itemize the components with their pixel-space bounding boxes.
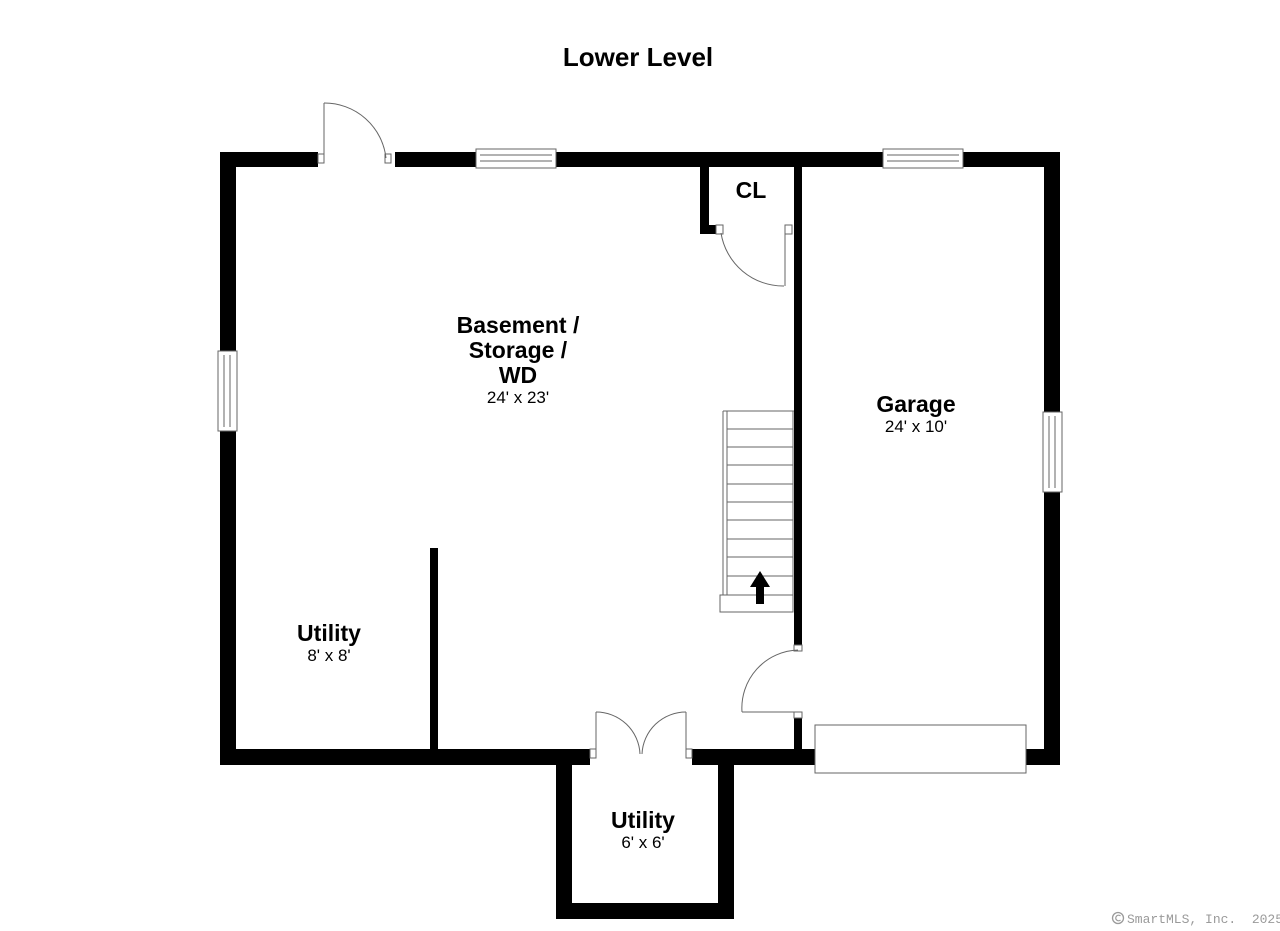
wall-bumpout-top-left [556,749,590,759]
basement-name-line-2: Storage / [469,337,568,363]
floor-title: Lower Level [563,42,713,72]
wall-garage-divider-lower [794,718,802,751]
room-label-basement: Basement / Storage / WD 24' x 23' [457,312,580,407]
window-right-garage [1042,411,1063,493]
utility-bottom-dimensions: 6' x 6' [621,833,664,852]
arrow-up-icon [750,571,770,604]
garage-name: Garage [876,391,955,417]
doors [317,102,1027,774]
wall-top-left [220,152,318,167]
utility-left-name: Utility [297,620,361,646]
door-closet [715,224,793,287]
basement-dimensions: 24' x 23' [487,388,549,407]
door-garage-overhead [814,724,1027,774]
window-left-basement [217,350,238,432]
door-garage-interior [741,644,803,719]
wall-closet-stub [700,225,716,234]
wall-bumpout-top-right [692,749,734,759]
windows [217,148,1063,493]
interior-walls [430,167,802,919]
window-top-basement [475,148,557,169]
door-utility-double [589,711,693,759]
watermark: SmartMLS, Inc. 2025 [1111,911,1280,927]
wall-bumpout-right [718,757,734,919]
staircase [719,410,794,613]
closet-label: CL [736,177,767,203]
basement-name-line-3: WD [499,362,537,388]
wall-closet-left [700,167,709,234]
basement-name-line-1: Basement / [457,312,580,338]
wall-garage-divider-upper [794,167,802,645]
wall-bumpout-bottom [556,903,734,919]
wall-bumpout-left [556,757,572,919]
wall-bottom-left [220,749,590,765]
wall-utility-partition [430,548,438,751]
utility-left-dimensions: 8' x 8' [307,646,350,665]
utility-bottom-name: Utility [611,807,675,833]
wall-left [220,152,236,765]
room-label-utility-left: Utility 8' x 8' [297,620,361,665]
exterior-walls [220,152,1060,765]
door-exterior-top [317,102,392,164]
room-label-utility-bottom: Utility 6' x 6' [611,807,675,852]
copyright-icon [1111,911,1125,925]
wall-bottom-right [1025,749,1060,765]
garage-dimensions: 24' x 10' [885,417,947,436]
room-label-garage: Garage 24' x 10' [876,391,955,436]
window-top-garage [882,148,964,169]
watermark-text: SmartMLS, Inc. 2025 [1127,912,1280,927]
